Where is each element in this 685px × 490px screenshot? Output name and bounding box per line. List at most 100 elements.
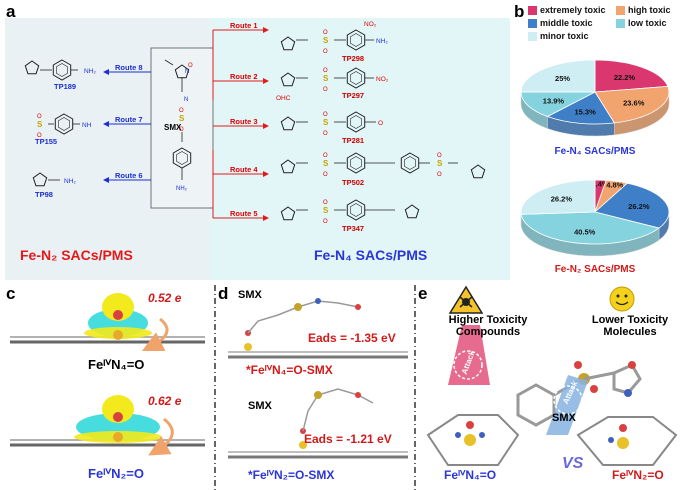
- legend-swatch-high-toxic: [616, 6, 625, 15]
- smx-bottom-label: SMX: [248, 400, 272, 412]
- pie-chart-1: 22.2% 23.6% 15.3% 13.9% 25% Fe-N₄ SACs/PMS: [520, 59, 670, 157]
- route-6-label: Route 6: [115, 171, 143, 180]
- pie-2-label-minor-toxic: 26.2%: [551, 194, 573, 203]
- tp297-ohc: OHC: [276, 95, 291, 102]
- legend-swatch-low-toxic: [616, 19, 625, 28]
- tp347-label: TP347: [342, 224, 365, 233]
- pie-1-label-minor-toxic: 25%: [555, 74, 570, 83]
- tp502-label: TP502: [342, 178, 365, 187]
- legend-low-toxic: low toxic: [628, 18, 667, 28]
- panel-e-scheme: [426, 285, 678, 466]
- tp297-structure: [280, 67, 374, 93]
- fe-n4-catalyst-model: [426, 414, 520, 466]
- tp155-label: TP155: [35, 137, 58, 146]
- pie-2-title: Fe-N₂ SACs/PMS: [555, 264, 636, 275]
- pie-1-label-extremely-toxic: 22.2%: [614, 73, 636, 82]
- pie-2-label-middle-toxic: 26.2%: [628, 202, 650, 211]
- panel-letter-a: a: [6, 2, 16, 21]
- smx-model-label: SMX: [552, 412, 576, 424]
- pie-2-label-low-toxic: 40.5%: [574, 227, 596, 236]
- tp281-structure: [280, 111, 376, 137]
- tp298-structure: [280, 29, 374, 55]
- fe-n2-o-smx-label: *FeᴵⱽN₂=O-SMX: [248, 468, 335, 482]
- tp297-no2: NO₂: [376, 76, 389, 83]
- eads-top: Eads = -1.35 eV: [308, 331, 396, 345]
- tp297-label: TP297: [342, 91, 365, 100]
- left-attack-arrow: [448, 325, 490, 385]
- pie-2-label-high-toxic: 4.8%: [606, 180, 623, 189]
- divider-d-e: [414, 285, 416, 490]
- fe-n2-o-label: FeᴵⱽN₂=O: [88, 466, 144, 481]
- fe-n2-o-catalyst-label: FeᴵⱽN₂=O: [612, 468, 664, 482]
- fe-n4-o-smx-label: *FeᴵⱽN₄=O-SMX: [246, 363, 333, 377]
- pie-1-label-high-toxic: 23.6%: [623, 99, 645, 108]
- smx-top-label: SMX: [238, 289, 262, 301]
- fe-n4-o-catalyst-label: FeᴵⱽN₄=O: [444, 468, 497, 482]
- tp298-nh2: NH₂: [376, 38, 388, 45]
- pie-1-slice-extremely-toxic: [594, 59, 669, 93]
- legend-swatch-middle-toxic: [528, 19, 537, 28]
- pie-1-slice-minor-toxic: [520, 59, 596, 93]
- charge-transfer-top: 0.52 e: [148, 291, 182, 305]
- pie-2-slice-low-toxic: [520, 211, 660, 245]
- charge-transfer-bottom: 0.62 e: [148, 394, 182, 408]
- lower-toxicity-title: Lower Toxicity Molecules: [591, 314, 669, 338]
- legend-swatch-minor-toxic: [528, 32, 537, 41]
- fe-n2-catalyst-model: [576, 416, 678, 466]
- pie-2-slice-minor-toxic: [520, 179, 596, 215]
- divider-c-d: [214, 285, 216, 490]
- route-7-label: Route 7: [115, 115, 143, 124]
- svg-text:O: O: [188, 63, 193, 69]
- toxicity-pie-charts: 22.2% 23.6% 15.3% 13.9% 25% Fe-N₄ SACs/PMS 2.4…: [520, 59, 670, 275]
- fe-n4-sheet: [10, 293, 205, 352]
- panel-letter-b: b: [514, 2, 525, 21]
- svg-text:N: N: [185, 69, 189, 75]
- fe-n2-system-label: Fe-N₂ SACs/PMS: [20, 247, 133, 263]
- right-attack-arrow: [546, 375, 588, 435]
- tp502-structure: [280, 152, 486, 179]
- pie-2-label-extremely-toxic: 2.4%: [591, 179, 608, 188]
- route-3-label: Route 3: [230, 117, 258, 126]
- route-8-label: Route 8: [115, 63, 143, 72]
- legend-minor-toxic: minor toxic: [540, 31, 589, 41]
- fe-n2-sheet: [10, 395, 205, 456]
- tp189-nh2: NH₂: [84, 68, 96, 75]
- panel-d-structures: [228, 298, 408, 459]
- tp98-structure: [32, 172, 60, 187]
- route-2-label: Route 2: [230, 72, 258, 81]
- toxic-hazard-icon: [448, 285, 484, 314]
- eads-bottom: Eads = -1.21 eV: [304, 432, 392, 446]
- legend-extremely-toxic: extremely toxic: [540, 5, 606, 15]
- versus-label: VS: [562, 455, 584, 472]
- legend-swatch-extremely-toxic: [528, 6, 537, 15]
- fe-n4-o-label: FeᴵⱽN₄=O: [88, 357, 145, 372]
- route-4-label: Route 4: [230, 165, 258, 174]
- fe-n4-background: [210, 18, 510, 280]
- tp98-nh2: NH₂: [64, 178, 76, 185]
- tp298-no2: NO₂: [364, 21, 377, 28]
- smx-center-label: SMX: [164, 123, 182, 132]
- tp155-structure: [37, 113, 80, 139]
- panel-a-scheme: S O O N O N NH₂: [5, 18, 510, 280]
- tp155-nh: NH: [82, 122, 92, 129]
- tp189-label: TP189: [54, 82, 77, 91]
- pie-1-slice-middle-toxic: [546, 91, 615, 125]
- pie-1-label-middle-toxic: 15.3%: [574, 107, 596, 116]
- panel-letter-d: d: [218, 284, 229, 303]
- pie-1-slice-low-toxic: [520, 91, 596, 117]
- pie-1-slice-high-toxic: [594, 85, 670, 124]
- pie-1-label-low-toxic: 13.9%: [543, 96, 565, 105]
- tp189-structure: [24, 59, 78, 81]
- route-5-label: Route 5: [230, 209, 258, 218]
- pie-1-title: Fe-N₄ SACs/PMS: [555, 146, 636, 157]
- pie-chart-2: 2.4%4.8% 26.2% 40.5% 26.2% Fe-N₂ SACs/PMS: [520, 179, 670, 275]
- svg-text:N: N: [184, 97, 188, 103]
- smx-nh2: NH₂: [176, 186, 188, 192]
- smiley-face-icon: [609, 286, 635, 312]
- tp98-label: TP98: [35, 190, 53, 199]
- legend-middle-toxic: middle toxic: [540, 18, 593, 28]
- higher-toxicity-title: Higher Toxicity Compounds: [448, 314, 528, 338]
- route-1-label: Route 1: [230, 21, 258, 30]
- fe-n4-system-label: Fe-N₄ SACs/PMS: [314, 247, 428, 263]
- panel-c-structures: [10, 293, 205, 456]
